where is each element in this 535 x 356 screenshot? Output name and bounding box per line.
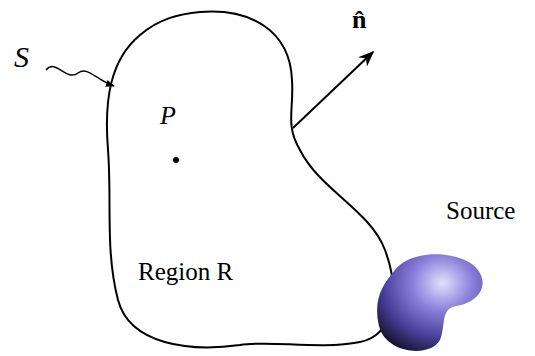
normal-vector-arrow: [293, 52, 373, 128]
region-outline-shape: [100, 8, 400, 353]
source-label: Source: [446, 197, 515, 225]
region-outline-path: [107, 12, 393, 348]
point-label: P: [160, 102, 176, 131]
squiggle-leader: [46, 67, 114, 86]
region-label: Region R: [138, 258, 233, 286]
normal-vector-label: n̂: [352, 6, 366, 35]
source-blob-path: [377, 254, 482, 351]
region-outline: P Region R: [100, 8, 400, 353]
source-blob: Source: [370, 195, 532, 355]
point-dot: [173, 157, 179, 163]
surface-label: S: [14, 40, 29, 73]
